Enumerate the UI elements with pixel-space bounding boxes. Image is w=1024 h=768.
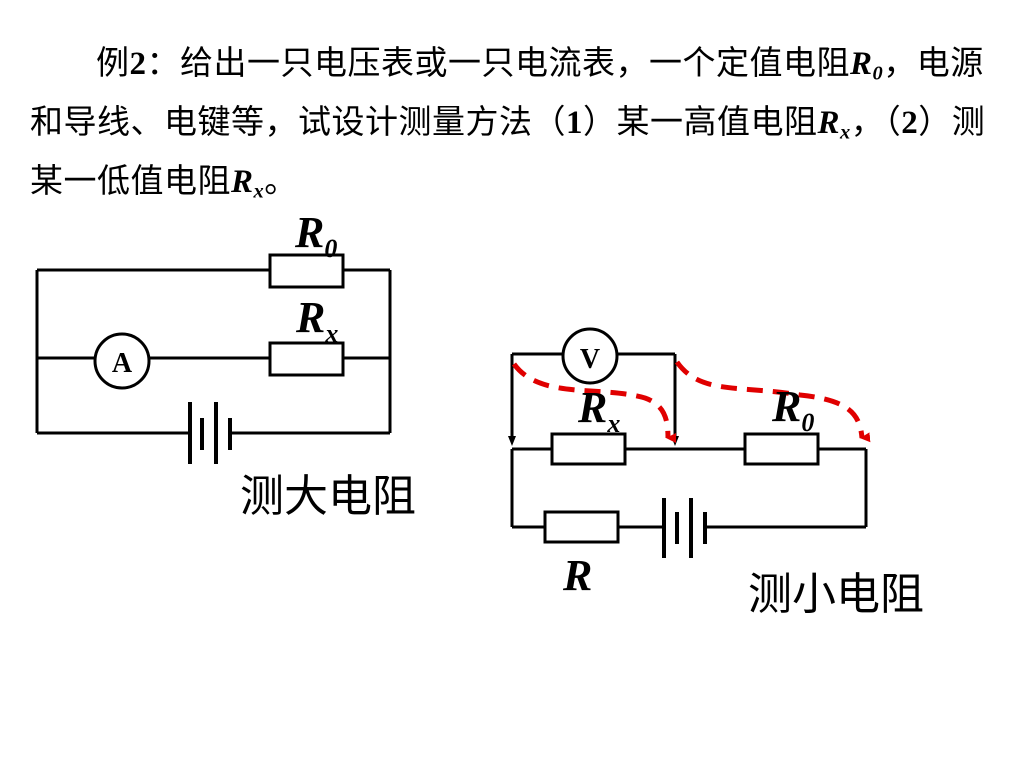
ammeter [93, 332, 151, 390]
problem-text-e: ）测某一低值电阻 [30, 102, 986, 200]
circuit-small-resistance [510, 327, 868, 544]
resistor-r0-small [743, 432, 820, 466]
symbol-rx-2: Rx [231, 164, 265, 203]
resistor-r0 [268, 253, 345, 289]
item-number-1: 1 [566, 105, 583, 141]
red-dashed-arrow-r0 [674, 360, 871, 443]
item-number-2: 2 [901, 105, 919, 141]
circuit-large-resistance [35, 253, 392, 435]
problem-text-a: 给出一只电压表或一只电流表，一个定值电阻 [180, 43, 850, 82]
voltmeter [561, 327, 619, 385]
caption-measure-small: 测小电阻 [748, 569, 924, 620]
red-dashed-arrow-rx [511, 362, 677, 443]
ammeter-label: A [112, 348, 133, 379]
problem-statement: 例2：给出一只电压表或一只电流表，一个定值电阻R0，电源和导线、电键等，试设计测… [30, 34, 995, 211]
label-r0-small: R0 [771, 382, 814, 437]
label-rx-small: Rx [577, 383, 620, 438]
example-colon: ： [146, 43, 180, 82]
resistor-r [543, 510, 620, 544]
label-rx-large: Rx [295, 293, 338, 348]
resistor-rx-small [550, 432, 627, 466]
problem-text-c: ）某一高值电阻 [583, 102, 818, 141]
battery-small [662, 498, 707, 558]
example-number: 2 [129, 46, 147, 82]
label-r0-large: R0 [294, 208, 337, 263]
problem-text-d: ，（ [850, 102, 902, 141]
problem-text-b: ，电源和导线、电键等，试设计测量方法（ [30, 43, 984, 141]
example-prefix: 例 [96, 43, 130, 82]
symbol-r0: R0 [850, 46, 884, 85]
lead-tip-right [671, 436, 679, 446]
problem-text-f: 。 [264, 161, 298, 200]
lead-tip-left [508, 436, 516, 446]
voltmeter-label: V [580, 344, 600, 375]
battery-large [188, 402, 232, 464]
label-r: R [562, 551, 592, 600]
resistor-rx [268, 341, 345, 377]
caption-measure-large: 测大电阻 [240, 471, 416, 522]
symbol-rx: Rx [817, 105, 851, 144]
